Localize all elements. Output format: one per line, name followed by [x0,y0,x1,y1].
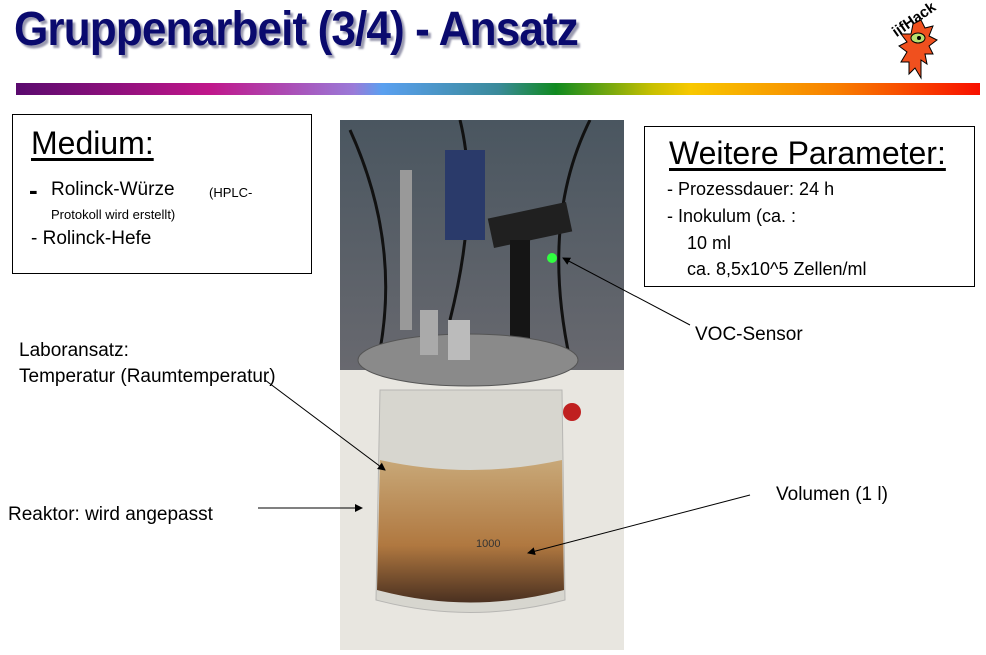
parameters-box: Weitere Parameter: - Prozessdauer: 24 h … [644,126,975,287]
logo: iifHack [885,0,955,80]
rainbow-divider [16,83,980,95]
medium-item-hefe: - Rolinck-Hefe [31,228,152,249]
scale-mark: 1000 [476,538,501,550]
slide-title: Gruppenarbeit (3/4) - Ansatz [14,3,579,56]
reactor-photo: 1000 [340,119,624,650]
medium-item-note2: Protokoll wird erstellt) [51,207,176,222]
arrow-volumen [527,494,751,556]
bullet-dash: - [29,175,38,205]
param-line: - Prozessdauer: 24 h [667,179,835,199]
reaktor-label: Reaktor: wird angepasst [8,504,213,525]
voc-sensor-label: VOC-Sensor [695,324,803,345]
arrow-temperatur [264,379,386,471]
arrow-voc [562,257,691,326]
medium-item-wuerze: Rolinck-Würze [51,179,175,200]
medium-item-note: (HPLC- [209,185,253,200]
medium-heading: Medium: [31,125,154,161]
medium-box: Medium: - Rolinck-Würze (HPLC- Protokoll… [12,114,312,274]
laboransatz-label: Laboransatz: [19,340,129,361]
param-line: ca. 8,5x10^5 Zellen/ml [687,259,867,279]
temperatur-label: Temperatur (Raumtemperatur) [19,366,276,387]
param-line: 10 ml [687,233,732,253]
volumen-label: Volumen (1 l) [776,484,888,505]
param-line: - Inokulum (ca. : [667,206,797,226]
parameters-heading: Weitere Parameter: [669,135,946,171]
